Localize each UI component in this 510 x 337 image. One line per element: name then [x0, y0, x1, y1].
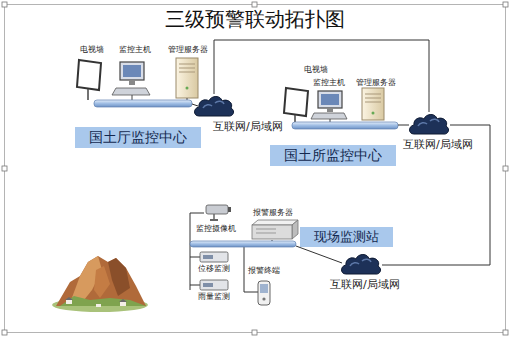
- device-caption: 电视墙: [80, 46, 104, 55]
- device-caption: 电视墙: [304, 66, 328, 75]
- server-icon: [362, 88, 384, 120]
- diagram-title: 三级预警联动拓扑图: [0, 6, 510, 33]
- center-label-box: 现场监测站: [300, 227, 393, 247]
- camera-icon: [206, 205, 231, 221]
- network-label: 互联网/局域网: [330, 278, 400, 291]
- center-label: 现场监测站: [314, 229, 379, 245]
- cloud-shape: [408, 112, 450, 138]
- hub-bar: [94, 100, 192, 107]
- cloud-shape: [193, 94, 235, 120]
- device-caption: 报警服务器: [253, 209, 293, 218]
- phone-icon: [258, 281, 270, 305]
- hub-bar: [190, 241, 296, 247]
- wire: [192, 104, 198, 106]
- network-label: 互联网/局域网: [403, 138, 473, 151]
- tv-wall-icon: [77, 60, 101, 100]
- wire: [190, 213, 342, 292]
- center-label-box: 国土所监控中心: [270, 145, 396, 166]
- sensor-icon: [200, 280, 228, 290]
- device-caption: 管理服务器: [356, 79, 396, 88]
- network-label: 互联网/局域网: [213, 120, 283, 133]
- pc-icon: [112, 62, 150, 100]
- tv-wall-icon: [284, 88, 308, 122]
- alarm-server-icon: [252, 220, 298, 239]
- wire: [398, 125, 409, 126]
- center-label-box: 国土厅监控中心: [75, 127, 201, 148]
- center-label: 国土所监控中心: [284, 147, 382, 164]
- device-caption: 监控主机: [119, 46, 151, 55]
- frame: [5, 5, 506, 333]
- center-label: 国土厅监控中心: [89, 129, 187, 146]
- pc-icon: [311, 91, 347, 122]
- network-link: [214, 40, 429, 112]
- network-cloud: 互联网/局域网: [193, 94, 283, 133]
- network-link: [382, 125, 490, 265]
- device-caption: 报警终端: [248, 267, 280, 276]
- device-caption: 监控摄像机: [196, 225, 236, 234]
- device-caption: 位移监测: [198, 265, 230, 274]
- device-caption: 管理服务器: [168, 46, 208, 55]
- server-icon: [176, 58, 198, 100]
- hub-bar: [292, 122, 398, 129]
- cloud-shape: [340, 252, 382, 278]
- device-caption: 雨量监测: [198, 293, 230, 302]
- sensor-icon: [200, 252, 228, 262]
- device-caption: 监控主机: [313, 79, 345, 88]
- network-cloud: 互联网/局域网: [330, 252, 400, 291]
- network-cloud: 互联网/局域网: [403, 112, 473, 151]
- mountain-illustration: [52, 256, 148, 312]
